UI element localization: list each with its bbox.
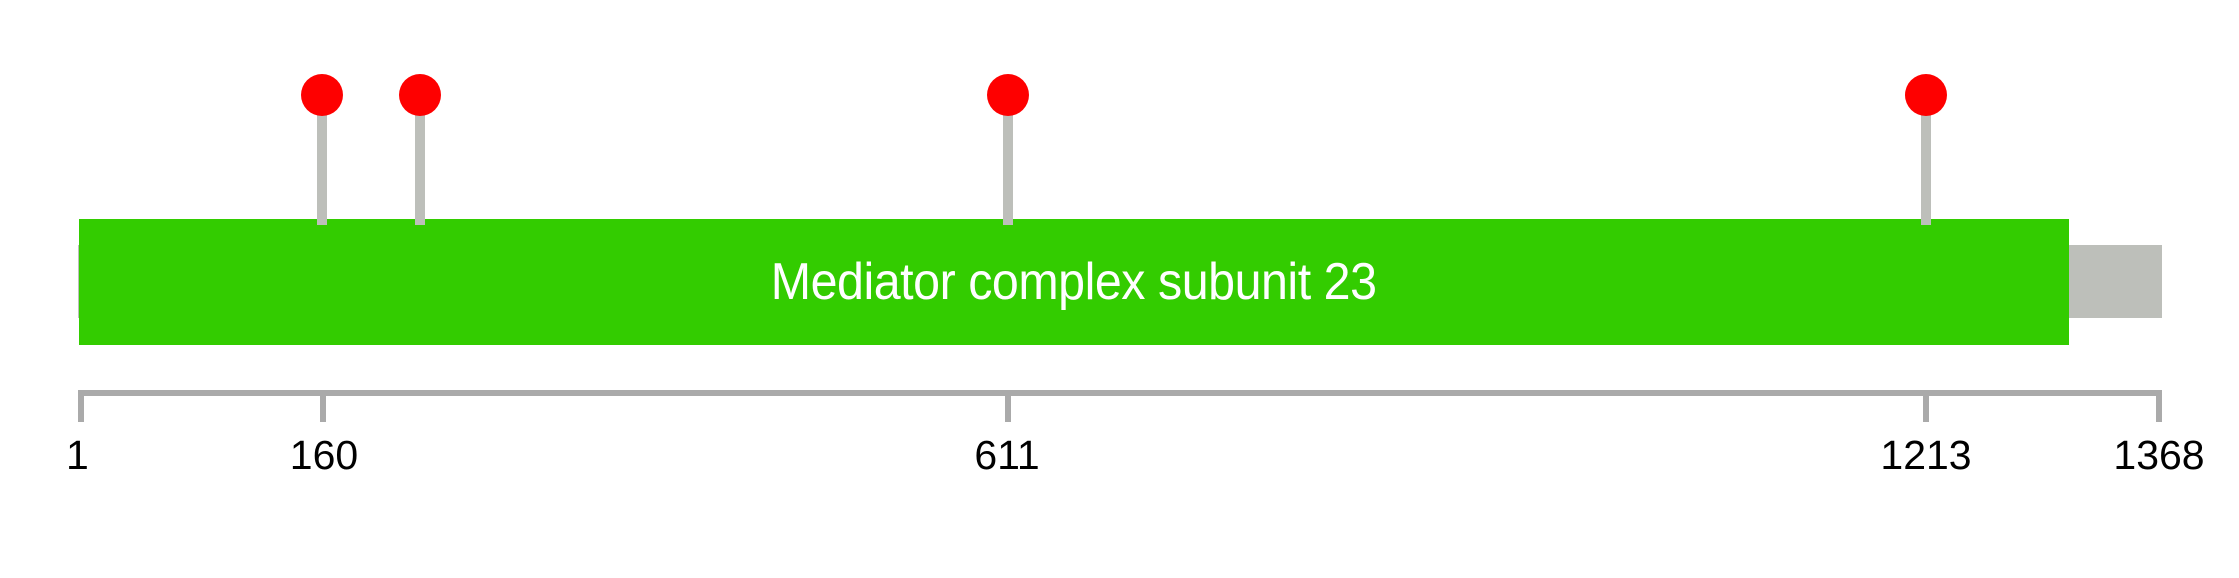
axis-line — [78, 390, 2162, 396]
domain-label: Mediator complex subunit 23 — [771, 253, 1377, 311]
lollipop-head-3[interactable] — [987, 74, 1029, 116]
domain-region-mediator-complex-subunit-23[interactable]: Mediator complex subunit 23 — [79, 219, 2069, 345]
axis-label-1213: 1213 — [1880, 432, 1972, 478]
axis-label-611: 611 — [974, 432, 1040, 478]
axis-tick-1213 — [1923, 390, 1929, 422]
lollipop-stem-2 — [415, 95, 425, 225]
axis-tick-1 — [78, 390, 84, 422]
lollipop-head-1[interactable] — [301, 74, 343, 116]
lollipop-stem-3 — [1003, 95, 1013, 225]
axis-label-160: 160 — [289, 432, 359, 478]
axis-label-1: 1 — [66, 432, 89, 478]
axis-tick-160 — [320, 390, 326, 422]
lollipop-stem-4 — [1921, 95, 1931, 225]
lollipop-stem-1 — [317, 95, 327, 225]
lollipop-head-2[interactable] — [399, 74, 441, 116]
axis-tick-611 — [1005, 390, 1011, 422]
lollipop-head-4[interactable] — [1905, 74, 1947, 116]
axis-label-1368: 1368 — [2113, 432, 2205, 478]
axis-tick-1368 — [2156, 390, 2162, 422]
